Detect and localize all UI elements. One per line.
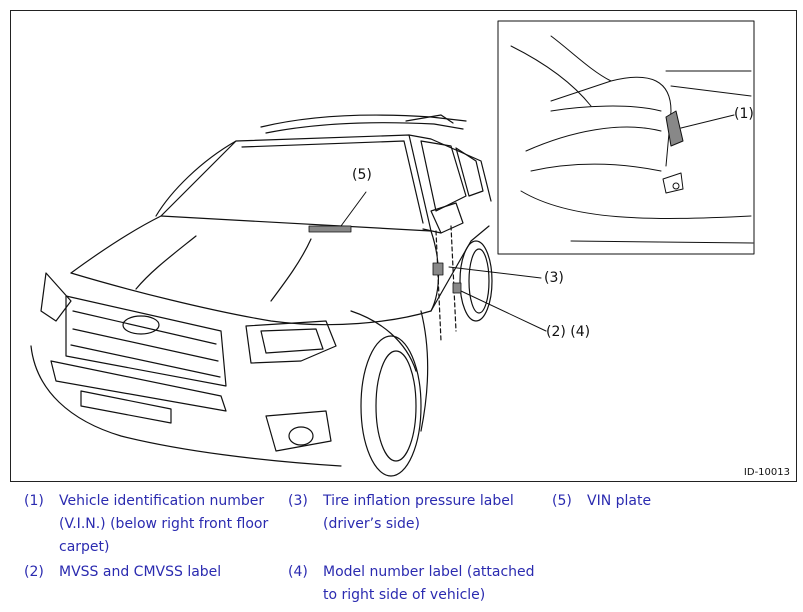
legend-line: carpet) bbox=[59, 539, 110, 555]
legend-item-3: (3) Tire inflation pressure label (drive… bbox=[288, 490, 538, 536]
legend-line: (driver’s side) bbox=[323, 516, 420, 532]
legend-number: (2) bbox=[24, 564, 44, 580]
legend-item-5: (5) VIN plate bbox=[552, 490, 752, 513]
legend-number: (1) bbox=[24, 493, 44, 509]
legend-item-1: (1) Vehicle identification number (V.I.N… bbox=[24, 490, 284, 560]
callout-3: (3) bbox=[544, 270, 564, 286]
vehicle-label-diagram: (5) (3) (2) (4) (1) ID-10013 bbox=[10, 10, 797, 482]
legend-number: (4) bbox=[288, 564, 308, 580]
callout-2-4: (2) (4) bbox=[546, 324, 591, 340]
legend-line: (V.I.N.) (below right front floor bbox=[59, 516, 269, 532]
figure-id: ID-10013 bbox=[743, 467, 790, 478]
legend-line: Vehicle identification number bbox=[59, 493, 265, 509]
callout-5: (5) bbox=[352, 167, 372, 183]
legend-number: (3) bbox=[288, 493, 308, 509]
callout-1: (1) bbox=[734, 106, 754, 122]
vehicle-line-drawing bbox=[30, 20, 755, 477]
legend-line: Tire inflation pressure label bbox=[323, 493, 514, 509]
legend-line: MVSS and CMVSS label bbox=[59, 564, 222, 580]
legend-line: VIN plate bbox=[587, 493, 652, 509]
legend-line: Model number label (attached bbox=[323, 564, 535, 580]
legend-item-4: (4) Model number label (attached to righ… bbox=[288, 561, 538, 607]
legend-item-2: (2) MVSS and CMVSS label bbox=[24, 561, 284, 584]
legend-number: (5) bbox=[552, 493, 572, 509]
legend-line: to right side of vehicle) bbox=[323, 587, 486, 603]
